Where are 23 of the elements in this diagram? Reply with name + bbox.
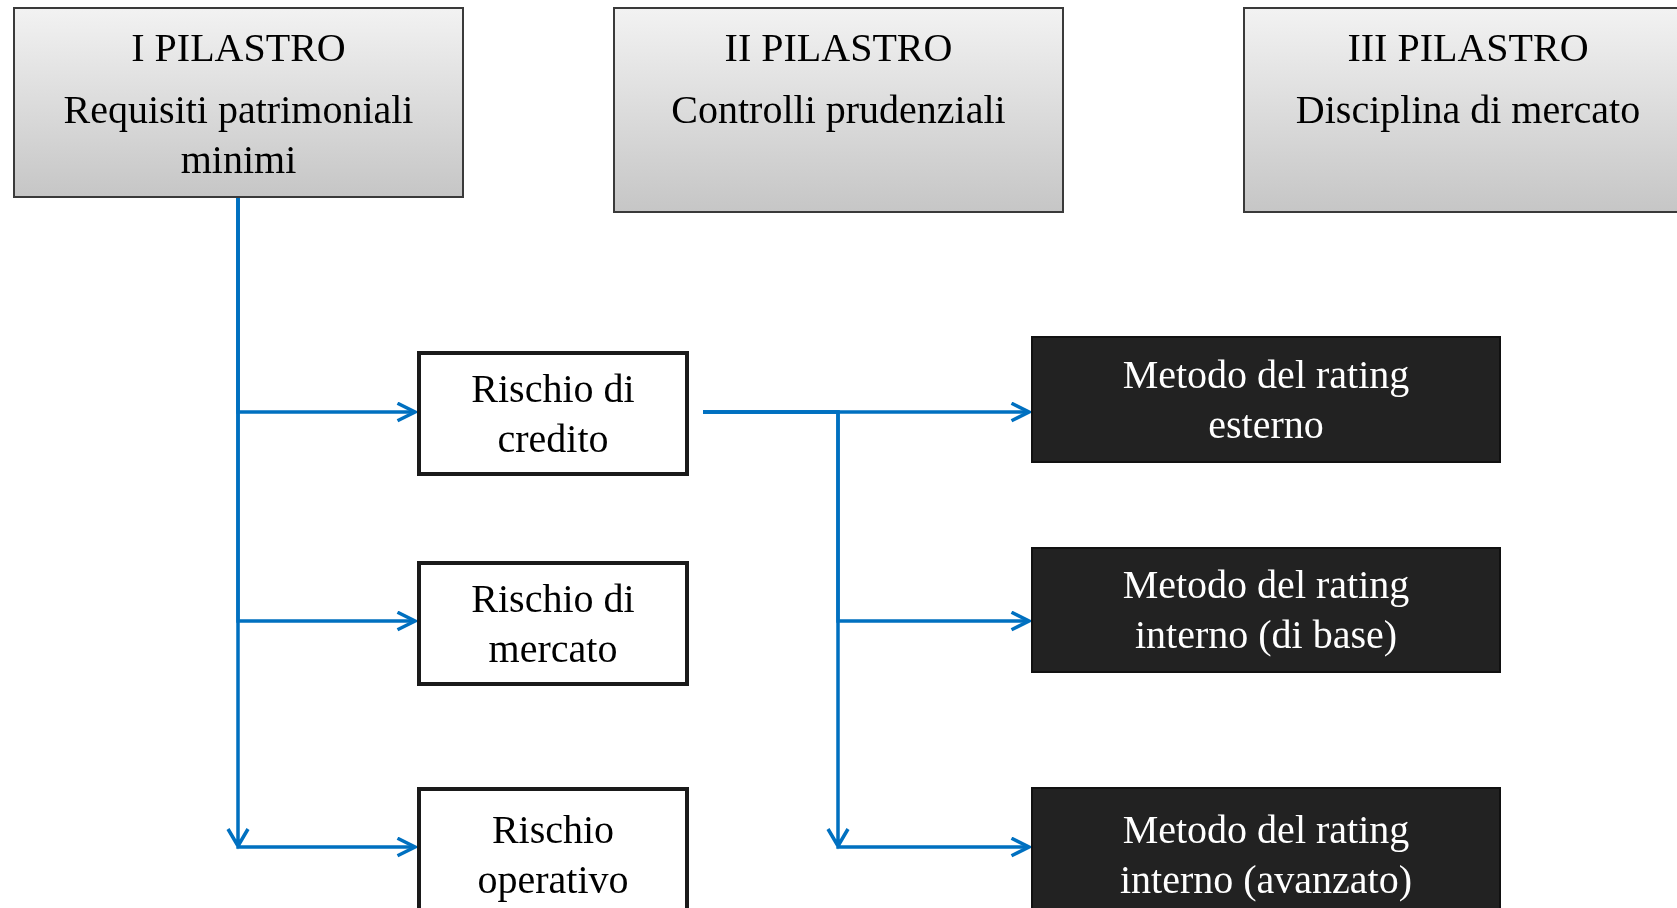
pillar-title: I PILASTRO — [131, 24, 346, 72]
box-label: Rischio di credito — [470, 364, 636, 463]
pillar-box — [13, 7, 464, 198]
box-label: Requisiti patrimoniali minimi — [62, 86, 415, 184]
method-box — [1031, 547, 1501, 673]
box-label: Metodo del rating interno (avanzato) — [1118, 805, 1414, 904]
arrow — [226, 196, 417, 858]
risk-box — [417, 787, 689, 908]
box-label: Metodo del rating interno (di base) — [1121, 561, 1411, 659]
pillar-title: III PILASTRO — [1347, 24, 1589, 72]
risk-box — [417, 351, 689, 476]
box-label: Metodo del rating esterno — [1121, 350, 1411, 449]
pillar-title: II PILASTRO — [724, 24, 953, 72]
box-label: Disciplina di mercato — [1295, 86, 1641, 134]
box-label: Controlli prudenziali — [671, 86, 1006, 134]
box-label: Rischio di mercato — [470, 574, 636, 673]
method-box — [1031, 787, 1501, 908]
risk-box — [417, 561, 689, 686]
arrow — [701, 410, 1031, 858]
pillar-box — [1243, 7, 1677, 213]
box-label: Rischio operativo — [476, 805, 630, 904]
method-box — [1031, 336, 1501, 463]
pillar-box — [613, 7, 1064, 213]
